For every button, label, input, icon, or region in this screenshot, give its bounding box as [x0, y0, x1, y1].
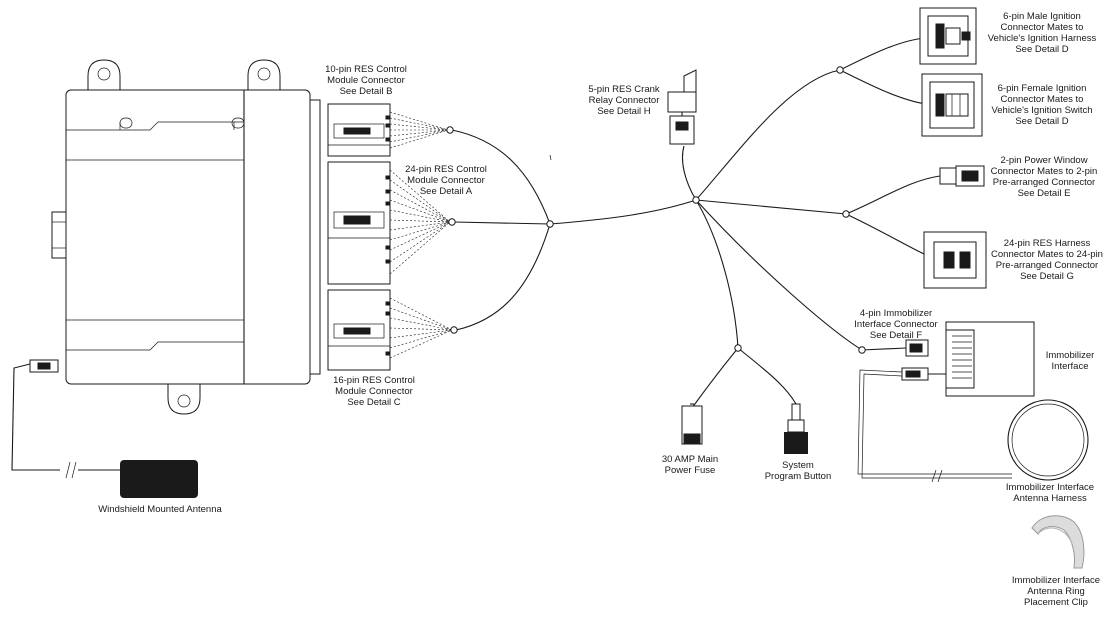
label-line: 30 AMP Main: [662, 454, 718, 465]
label-male-ignition: 6-pin Male Ignition Connector Mates to V…: [988, 11, 1097, 55]
label-line: Relay Connector: [589, 95, 660, 106]
label-line: Connector Mates to 24-pin: [991, 249, 1103, 260]
label-line: Module Connector: [335, 386, 413, 397]
label-line: Connector Mates to 2-pin: [991, 166, 1098, 177]
label-line: Vehicle's Ignition Switch: [991, 105, 1092, 116]
label-line: See Detail C: [347, 397, 400, 408]
windshield-antenna: [120, 460, 198, 498]
label-line: Vehicle's Ignition Harness: [988, 33, 1097, 44]
label-line: See Detail H: [597, 106, 650, 117]
label-line: See Detail D: [1015, 116, 1068, 127]
label-line: Program Button: [765, 471, 832, 482]
connector-pins: [385, 115, 391, 356]
label-line: 4-pin Immobilizer: [860, 308, 932, 319]
label-line: See Detail F: [870, 330, 922, 341]
label-line: See Detail A: [420, 186, 473, 197]
immobilizer-interface-module: [945, 321, 1035, 397]
label-program-button: System Program Button: [765, 460, 832, 482]
label-line: Interface Connector: [854, 319, 937, 330]
module-connector-24pin: [327, 161, 391, 285]
label-placement-clip: Immobilizer Interface Antenna Ring Place…: [1012, 575, 1100, 608]
connector-fan-wires: [389, 111, 453, 359]
male-ignition-connector: [919, 7, 977, 65]
label-line: Pre-arranged Connector: [993, 177, 1095, 188]
antenna-connector: [29, 359, 59, 373]
label-line: 2-pin Power Window: [1000, 155, 1087, 166]
label-line: See Detail G: [1020, 271, 1074, 282]
label-line: See Detail B: [340, 86, 393, 97]
label-line: Module Connector: [327, 75, 405, 86]
label-main-fuse: 30 AMP Main Power Fuse: [662, 454, 718, 476]
label-line: 24-pin RES Harness: [1004, 238, 1091, 249]
label-line: 6-pin Male Ignition: [1003, 11, 1081, 22]
main-power-fuse: [681, 403, 703, 445]
module-connector-10pin: [327, 103, 391, 157]
label-line: Module Connector: [407, 175, 485, 186]
label-line: Immobilizer: [1046, 350, 1095, 361]
label-line: See Detail E: [1018, 188, 1071, 199]
label-female-ignition: 6-pin Female Ignition Connector Mates to…: [991, 83, 1092, 127]
power-window-connector: [939, 165, 985, 187]
label-immobilizer-connector: 4-pin Immobilizer Interface Connector Se…: [854, 308, 937, 341]
label-immobilizer-interface: Immobilizer Interface: [1046, 350, 1095, 372]
main-harness: [11, 37, 941, 479]
label-line: Interface: [1052, 361, 1089, 372]
junction-nodes: [446, 66, 866, 354]
label-line: System: [782, 460, 814, 471]
label-line: Pre-arranged Connector: [996, 260, 1098, 271]
label-line: Windshield Mounted Antenna: [98, 504, 222, 515]
immobilizer-antenna-harness: [857, 367, 1089, 483]
label-antenna-harness: Immobilizer Interface Antenna Harness: [1006, 482, 1094, 504]
label-16pin-connector: 16-pin RES Control Module Connector See …: [333, 375, 415, 408]
label-line: Immobilizer Interface: [1012, 575, 1100, 586]
label-line: 16-pin RES Control: [333, 375, 415, 386]
label-line: 5-pin RES Crank: [588, 84, 660, 95]
antenna-ring-placement-clip: [1031, 515, 1085, 569]
module-connector-16pin: [327, 289, 391, 371]
label-windshield-antenna: Windshield Mounted Antenna: [98, 504, 222, 515]
label-line: Antenna Harness: [1013, 493, 1087, 504]
label-line: Placement Clip: [1024, 597, 1088, 608]
system-program-button: [784, 403, 808, 454]
label-line: 24-pin RES Control: [405, 164, 487, 175]
res-harness-24pin-connector: [923, 231, 987, 289]
res-control-module: [51, 59, 321, 415]
female-ignition-connector: [921, 73, 983, 137]
label-line: Connector Mates to: [1001, 94, 1084, 105]
label-line: See Detail D: [1015, 44, 1068, 55]
label-line: Antenna Ring: [1027, 586, 1085, 597]
label-power-window: 2-pin Power Window Connector Mates to 2-…: [991, 155, 1098, 199]
label-24pin-connector: 24-pin RES Control Module Connector See …: [405, 164, 487, 197]
label-10pin-connector: 10-pin RES Control Module Connector See …: [325, 64, 407, 97]
label-line: 10-pin RES Control: [325, 64, 407, 75]
crank-relay-connector: [667, 69, 697, 145]
label-line: 6-pin Female Ignition: [998, 83, 1087, 94]
label-line: Power Fuse: [665, 465, 716, 476]
label-crank-relay: 5-pin RES Crank Relay Connector See Deta…: [588, 84, 660, 117]
immobilizer-4pin-connector: [905, 339, 929, 357]
label-line: Connector Mates to: [1001, 22, 1084, 33]
label-line: Immobilizer Interface: [1006, 482, 1094, 493]
label-res-harness: 24-pin RES Harness Connector Mates to 24…: [991, 238, 1103, 282]
